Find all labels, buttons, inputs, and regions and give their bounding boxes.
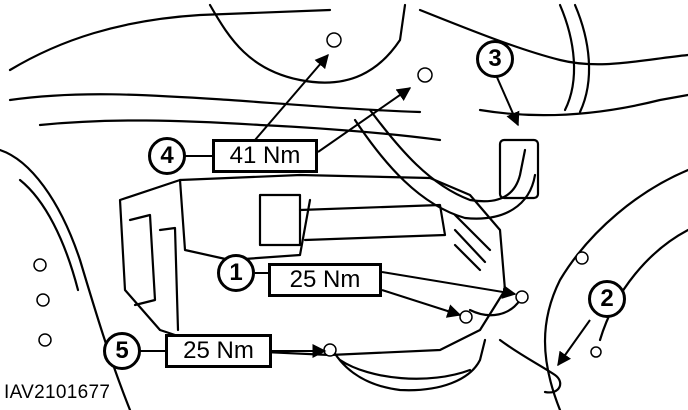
torque-label-5: 25 Nm xyxy=(165,334,272,368)
brake-line xyxy=(558,3,576,112)
leader-4a xyxy=(254,53,329,141)
leader-1b xyxy=(381,289,462,318)
selector-shaft xyxy=(298,203,447,242)
left-frame-inner xyxy=(18,178,80,292)
oil-pan xyxy=(328,338,487,392)
right-frame-inner xyxy=(598,228,688,342)
oil-pan-lip xyxy=(338,358,472,380)
exhaust-pipe-lower xyxy=(353,118,537,220)
figure-reference-code: IAV2101677 xyxy=(4,382,111,403)
floor-edge-line xyxy=(8,93,422,114)
torque-label-1: 25 Nm xyxy=(268,263,382,297)
left-frame-rail xyxy=(0,148,132,410)
bolt-icon-item-5 xyxy=(323,343,337,357)
bolt-icon-right-2 xyxy=(590,346,602,358)
tunnel-outline xyxy=(208,3,407,84)
callout-number-2: 2 xyxy=(588,280,626,318)
bolt-icon-left-2 xyxy=(36,293,50,307)
callout-number-4: 4 xyxy=(148,137,186,175)
heat-shield-hatching xyxy=(453,213,492,272)
bolt-icon-item-1a xyxy=(515,290,529,304)
floor-edge-line-2 xyxy=(38,119,442,142)
harness-loop xyxy=(468,298,522,317)
bolt-icon-upper-left xyxy=(326,32,342,48)
right-frame-rail xyxy=(543,168,688,410)
exhaust-pipe xyxy=(368,108,527,203)
leader-1a xyxy=(381,271,517,299)
callout-number-1: 1 xyxy=(217,254,255,292)
transmission-housing xyxy=(118,173,507,357)
leader-2 xyxy=(557,319,591,367)
torque-label-4: 41 Nm xyxy=(212,139,318,173)
bolt-icon-right-1 xyxy=(575,251,589,265)
leader-3 xyxy=(495,74,520,127)
bolt-icon-left-3 xyxy=(38,333,52,347)
upper-body-outline xyxy=(8,8,332,72)
brake-line-2 xyxy=(573,3,591,114)
right-panel-outline xyxy=(418,8,688,66)
callout-number-3: 3 xyxy=(476,40,514,78)
bolt-icon-item-1b xyxy=(459,310,473,324)
leader-4b xyxy=(317,87,412,153)
housing-rib-2 xyxy=(158,226,180,332)
wiring-harness xyxy=(498,338,562,394)
crossmember-line xyxy=(478,93,688,117)
pipe-clamp-bracket xyxy=(498,138,540,200)
bolt-icon-upper-right xyxy=(417,67,433,83)
selector-bracket xyxy=(258,193,302,247)
bolt-icon-left-1 xyxy=(33,258,47,272)
valve-body-outline xyxy=(178,178,312,262)
callout-number-5: 5 xyxy=(103,332,141,370)
housing-rib xyxy=(128,213,157,307)
